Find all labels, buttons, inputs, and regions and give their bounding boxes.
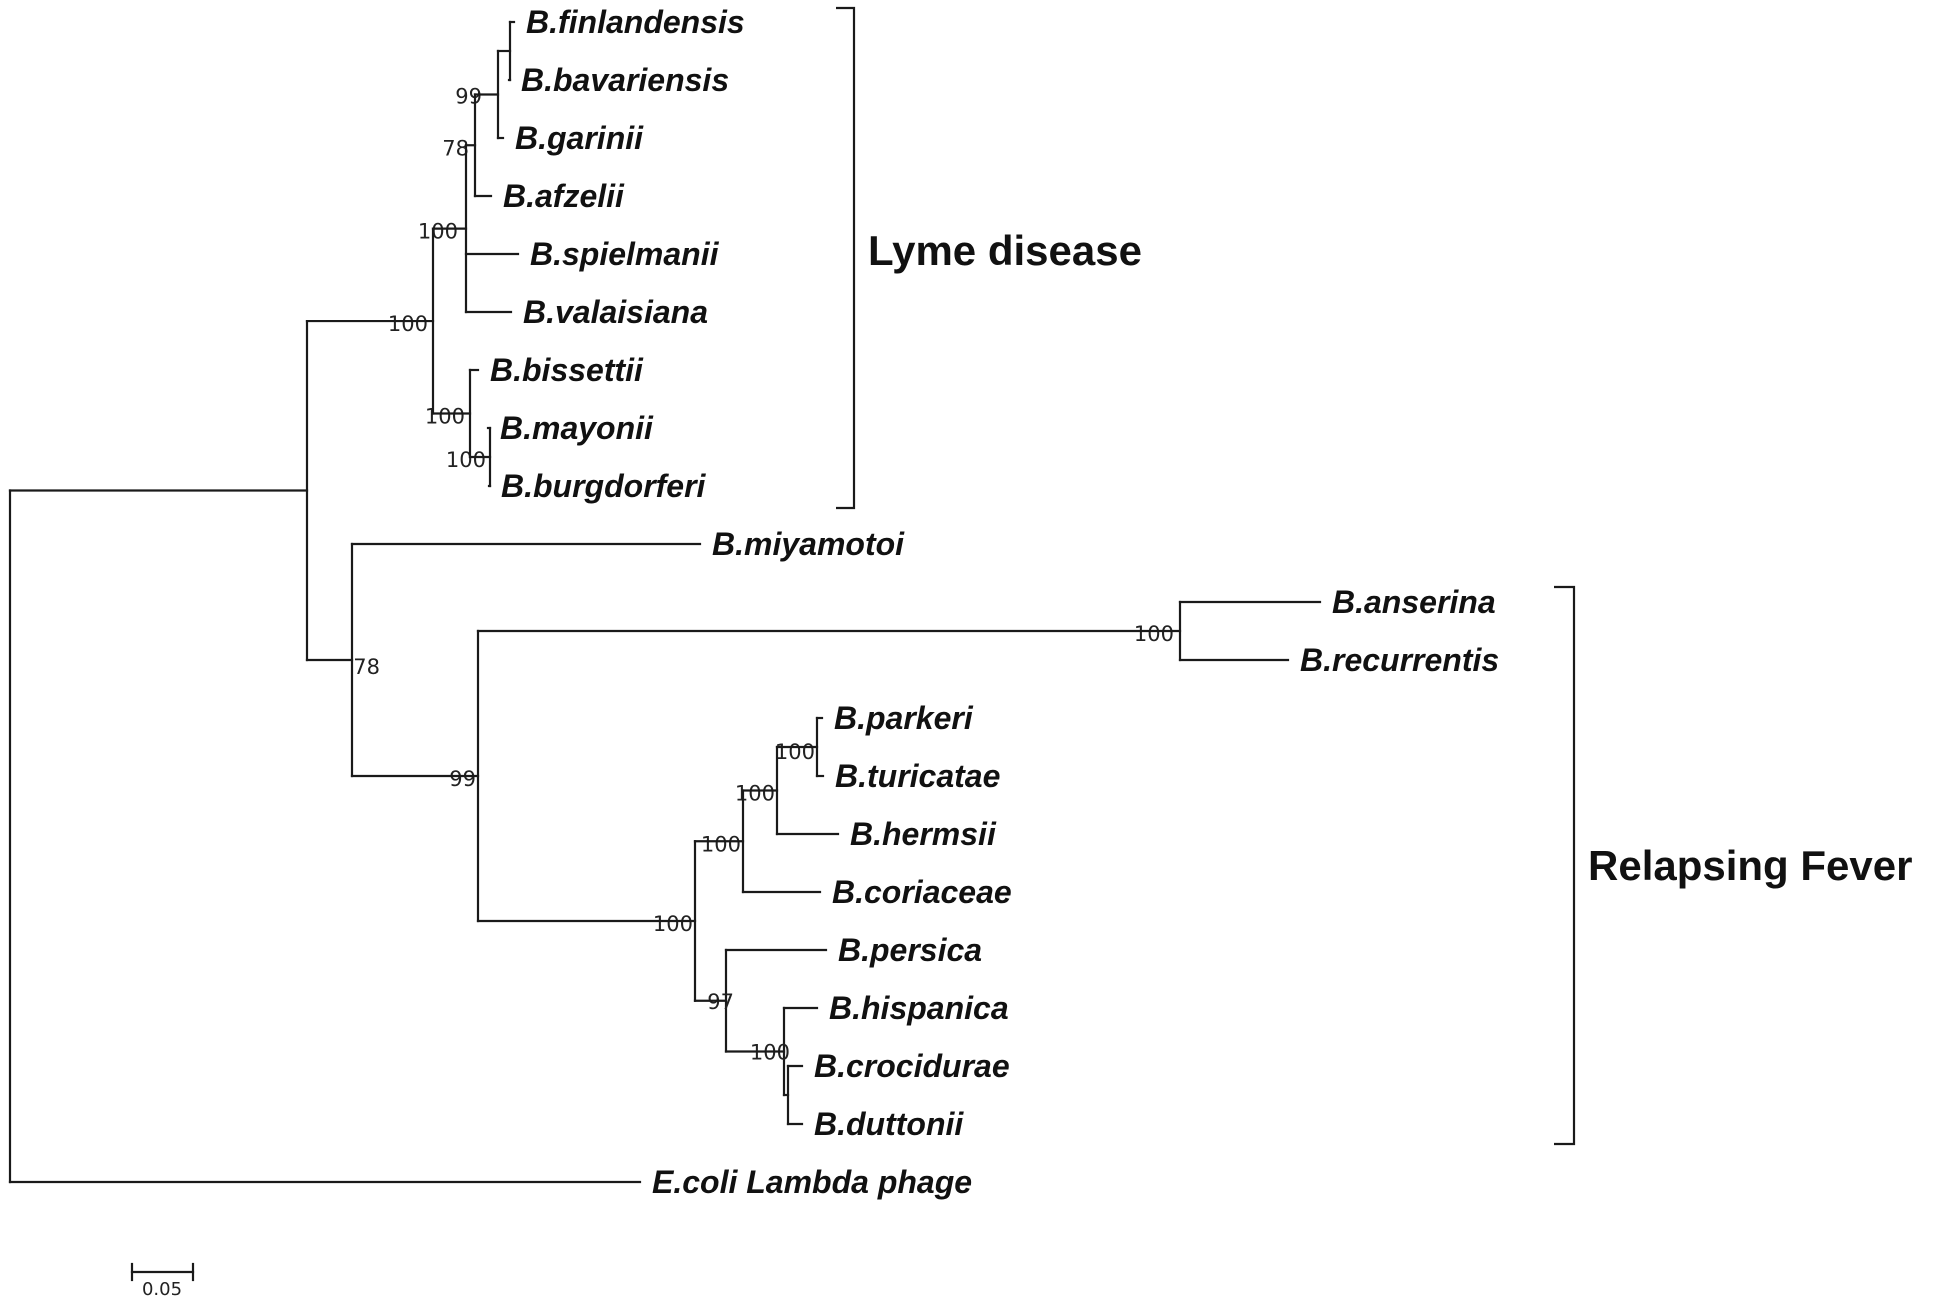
scale-bar-label: 0.05 bbox=[142, 1279, 182, 1300]
bootstrap-tbrf: 100 bbox=[653, 912, 693, 936]
scale-bar bbox=[130, 1262, 195, 1282]
clade-label-relapsing: Relapsing Fever bbox=[1588, 842, 1912, 889]
bootstrap-mid: 78 bbox=[353, 655, 380, 679]
taxon-label-parkeri: B.parkeri bbox=[834, 700, 974, 736]
clade-bracket-lyme bbox=[836, 6, 856, 510]
taxon-label-finlandensis: B.finlandensis bbox=[526, 4, 745, 40]
taxon-label-garinii: B.garinii bbox=[515, 120, 644, 156]
bootstrap-bis_may_bur: 100 bbox=[425, 405, 465, 429]
taxon-label-crocidurae: B.crocidurae bbox=[814, 1048, 1010, 1084]
bootstrap-fin_afz_spi: 100 bbox=[418, 220, 458, 244]
taxon-label-hispanica: B.hispanica bbox=[829, 990, 1009, 1026]
taxon-label-valaisiana: B.valaisiana bbox=[523, 294, 708, 330]
bootstrap-ans_rec: 100 bbox=[1134, 622, 1174, 646]
taxon-label-miyamotoi: B.miyamotoi bbox=[712, 526, 905, 562]
taxon-label-afzelii: B.afzelii bbox=[503, 178, 625, 214]
bootstrap-nw: 100 bbox=[701, 832, 741, 856]
bootstrap-fin_gar: 78 bbox=[442, 136, 469, 160]
bootstrap-may_bur: 100 bbox=[446, 448, 486, 472]
taxon-label-burgdorferi: B.burgdorferi bbox=[501, 468, 707, 504]
bootstrap-fin_bav: 99 bbox=[455, 85, 482, 109]
bootstrap-nw_core: 100 bbox=[735, 782, 775, 806]
clade-label-lyme: Lyme disease bbox=[868, 227, 1142, 274]
taxon-label-hermsii: B.hermsii bbox=[850, 816, 997, 852]
taxon-label-mayonii: B.mayonii bbox=[500, 410, 654, 446]
bootstrap-lyme: 100 bbox=[388, 312, 428, 336]
taxon-label-lambda: E.coli Lambda phage bbox=[652, 1164, 972, 1200]
taxon-label-bavariensis: B.bavariensis bbox=[521, 62, 729, 98]
taxon-label-persica: B.persica bbox=[838, 932, 982, 968]
taxon-label-anserina: B.anserina bbox=[1332, 584, 1496, 620]
bootstrap-par_tur: 100 bbox=[775, 740, 815, 764]
taxon-label-coriaceae: B.coriaceae bbox=[832, 874, 1012, 910]
taxon-label-recurrentis: B.recurrentis bbox=[1300, 642, 1499, 678]
clade-bracket-relapsing bbox=[1554, 585, 1576, 1146]
taxon-label-bissettii: B.bissettii bbox=[490, 352, 644, 388]
taxon-label-spielmanii: B.spielmanii bbox=[530, 236, 720, 272]
bootstrap-rf: 99 bbox=[449, 767, 476, 791]
taxon-label-turicatae: B.turicatae bbox=[835, 758, 1000, 794]
taxon-label-duttonii: B.duttonii bbox=[814, 1106, 964, 1142]
